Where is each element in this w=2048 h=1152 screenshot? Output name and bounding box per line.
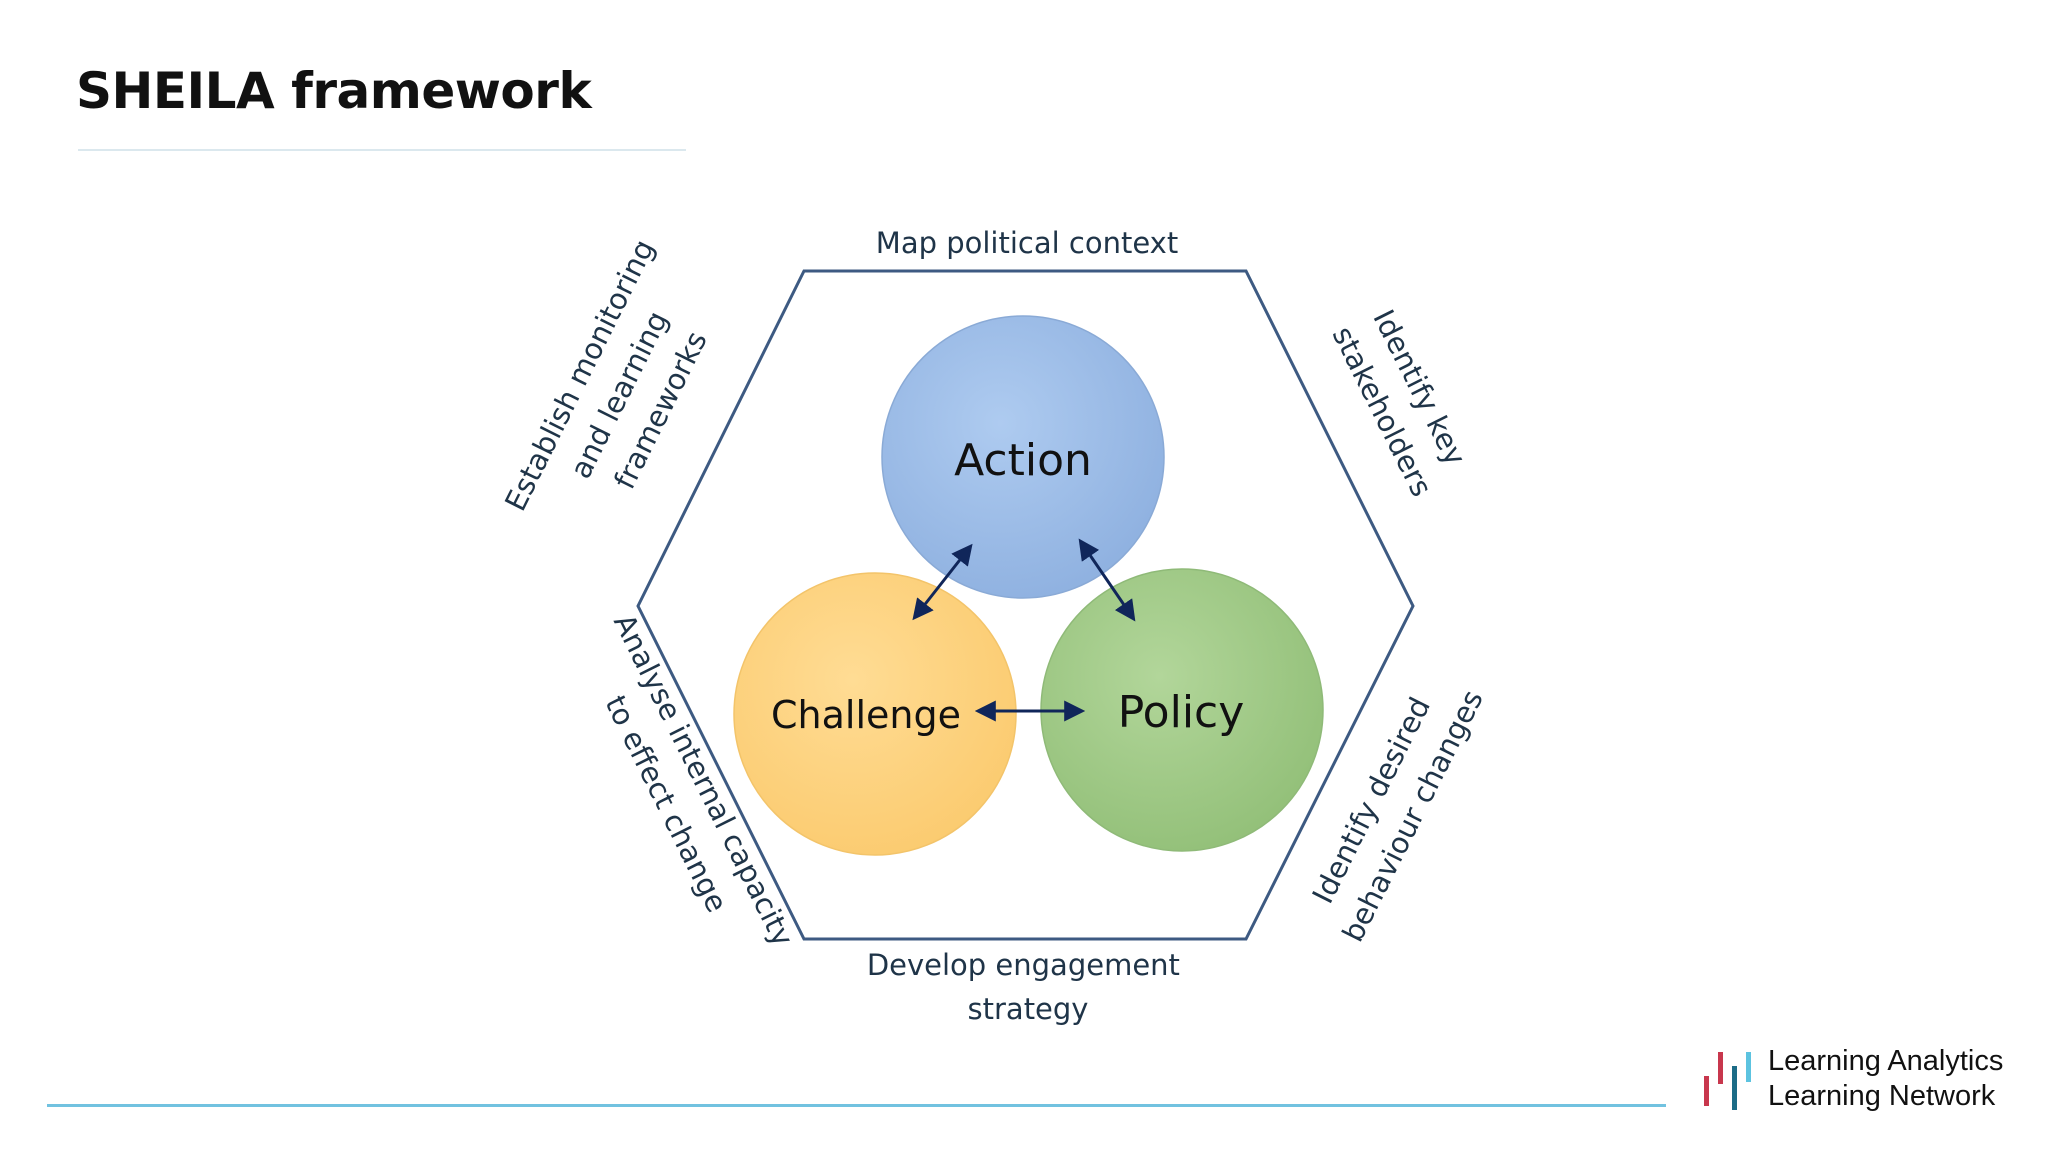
learning-analytics-logo: Learning Analytics Learning Network	[1702, 1044, 2022, 1112]
title-divider	[78, 149, 686, 151]
side-label-lower-right: Identify desired behaviour changes	[1296, 665, 1490, 947]
action-label: Action	[954, 435, 1092, 486]
logo-bars-icon	[1704, 1052, 1751, 1110]
action-circle	[881, 315, 1165, 599]
action-policy-arrow	[1078, 538, 1136, 622]
challenge-label: Challenge	[771, 693, 961, 737]
policy-label: Policy	[1118, 687, 1245, 738]
page-title: SHEILA framework	[76, 62, 592, 120]
side-label-upper-left: Establish monitoring and learning framew…	[498, 226, 744, 556]
logo-line-1: Learning Analytics	[1768, 1045, 2004, 1077]
hexagon-outline	[636, 269, 1415, 941]
footer-divider	[47, 1104, 1666, 1107]
side-label-bottom: Develop engagement strategy	[867, 948, 1189, 1026]
action-challenge-arrow	[912, 543, 973, 621]
logo-line-2: Learning Network	[1768, 1080, 1996, 1112]
side-label-top: Map political context	[876, 226, 1178, 260]
side-label-upper-right: Identify key stakeholders	[1326, 301, 1479, 502]
side-label-bottom-line1: Develop engagement	[867, 948, 1180, 982]
side-label-bottom-line2: strategy	[968, 992, 1089, 1026]
